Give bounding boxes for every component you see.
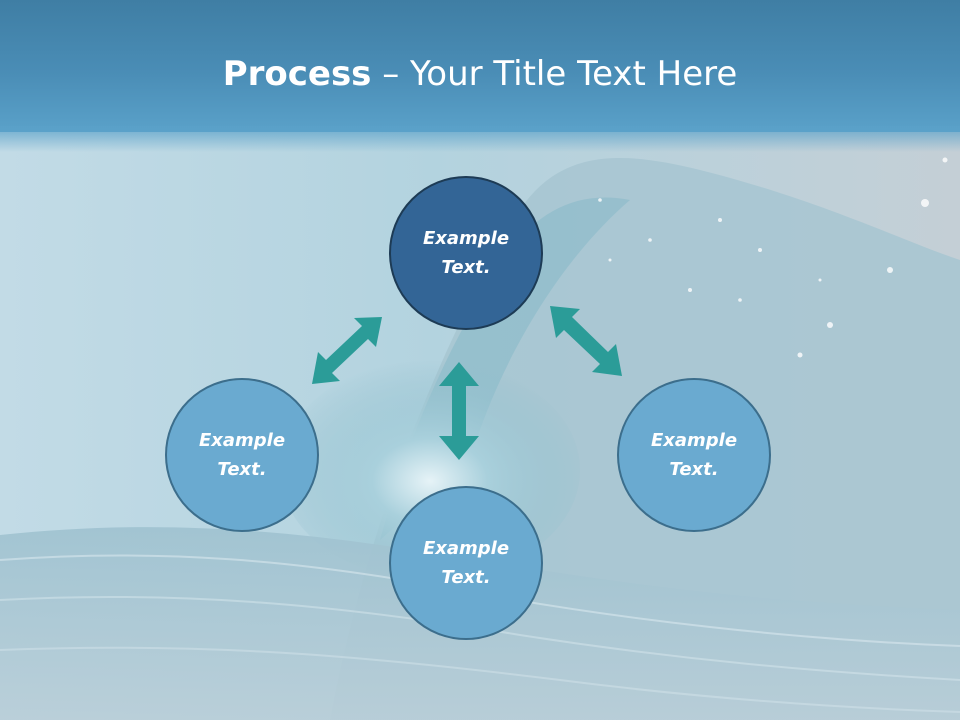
title-band	[0, 0, 960, 132]
arrow-top-right	[550, 306, 622, 376]
arrow-top-left	[312, 317, 382, 384]
process-node-right-label: Example Text.	[650, 430, 738, 480]
slide-title: Process – Your Title Text Here	[0, 48, 960, 100]
process-node-top-label: Example Text.	[422, 228, 510, 278]
process-node-right: Example Text.	[617, 378, 771, 532]
title-band-fade	[0, 126, 960, 152]
slide-title-bold: Process	[222, 54, 372, 94]
process-node-top: Example Text.	[389, 176, 543, 330]
process-node-bottom: Example Text.	[389, 486, 543, 640]
process-node-bottom-label: Example Text.	[422, 538, 510, 588]
process-node-left: Example Text.	[165, 378, 319, 532]
slide-title-rest: – Your Title Text Here	[371, 54, 738, 94]
process-node-left-label: Example Text.	[198, 430, 286, 480]
arrow-vertical	[439, 362, 479, 460]
